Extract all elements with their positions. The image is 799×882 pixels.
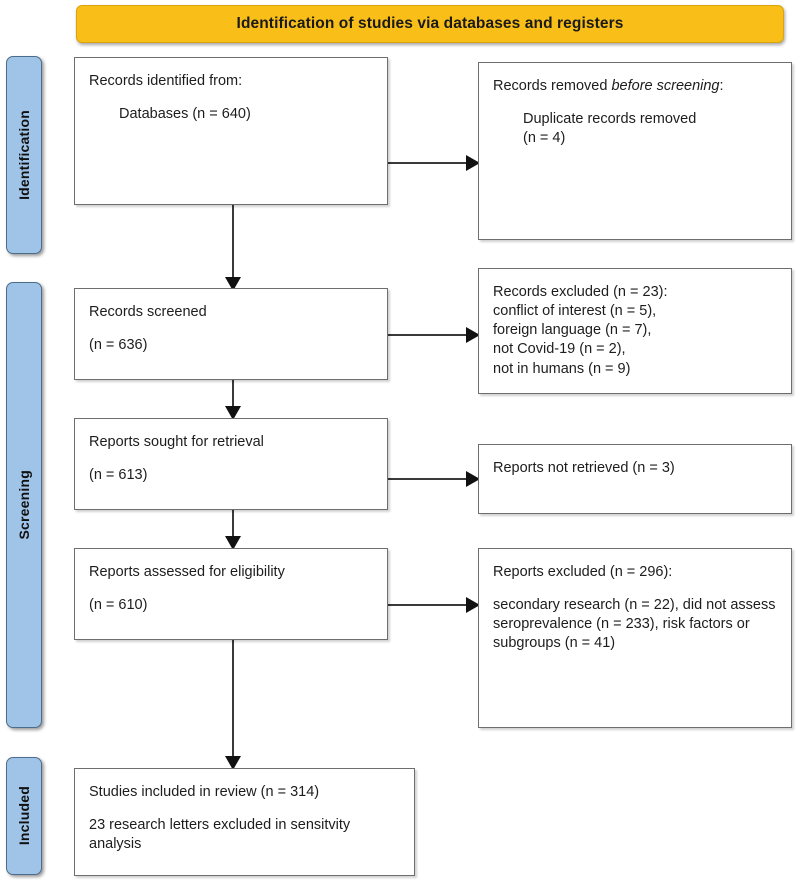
- node-studies-included-line1: Studies included in review (n = 314): [89, 784, 320, 800]
- node-records-removed-line1-suffix: :: [719, 78, 724, 94]
- node-records-excluded-line3: foreign language (n = 7),: [493, 322, 652, 339]
- node-reports-assessed: Reports assessed for eligibility (n = 61…: [74, 548, 388, 640]
- node-reports-excluded: Reports excluded (n = 296): secondary re…: [478, 548, 792, 728]
- node-records-removed-line1-prefix: Records removed: [493, 78, 612, 94]
- node-records-excluded: Records excluded (n = 23): conflict of i…: [478, 268, 792, 394]
- stage-label-screening-text: Screening: [16, 470, 32, 540]
- node-records-identified-line1: Records identified from:: [89, 73, 243, 89]
- node-studies-included: Studies included in review (n = 314) 23 …: [74, 768, 415, 876]
- node-reports-excluded-line2: secondary research (n = 22), did not ass…: [493, 597, 776, 652]
- node-records-identified-line2: Databases (n = 640): [119, 106, 251, 123]
- node-reports-sought: Reports sought for retrieval (n = 613): [74, 418, 388, 510]
- node-reports-not-retrieved: Reports not retrieved (n = 3): [478, 444, 792, 514]
- phase-banner-identification: Identification of studies via databases …: [76, 5, 784, 43]
- node-records-excluded-line5: not in humans (n = 9): [493, 360, 631, 377]
- node-records-screened-line2: (n = 636): [89, 337, 148, 354]
- node-records-removed-line1-emphasis: before screening: [611, 78, 720, 94]
- connector-identified-to-removed: [387, 155, 480, 171]
- node-reports-excluded-line1: Reports excluded (n = 296):: [493, 564, 673, 580]
- node-records-removed-line1: Records removed before screening:: [493, 77, 777, 96]
- connector-identified-to-screened: [225, 203, 241, 291]
- connector-screened-to-sought: [225, 378, 241, 420]
- stage-label-identification: Identification: [6, 56, 42, 254]
- node-records-excluded-line1: Records excluded (n = 23):: [493, 284, 668, 300]
- node-reports-not-retrieved-line1: Reports not retrieved (n = 3): [493, 460, 675, 476]
- connector-screened-to-excluded: [387, 327, 480, 343]
- node-studies-included-line2: 23 research letters excluded in sensitvi…: [89, 817, 351, 853]
- connector-sought-to-assessed: [225, 508, 241, 550]
- node-records-excluded-line4: not Covid-19 (n = 2),: [493, 341, 626, 358]
- node-records-screened: Records screened (n = 636): [74, 288, 388, 380]
- connector-sought-to-not-retrieved: [387, 471, 480, 487]
- stage-label-included-text: Included: [16, 786, 32, 846]
- node-records-screened-line1: Records screened: [89, 304, 207, 320]
- node-reports-sought-line2: (n = 613): [89, 467, 148, 484]
- node-records-removed: Records removed before screening: Duplic…: [478, 62, 792, 240]
- stage-label-included: Included: [6, 757, 42, 875]
- node-records-identified: Records identified from: Databases (n = …: [74, 57, 388, 205]
- node-records-removed-line2: Duplicate records removed: [523, 111, 697, 128]
- stage-label-identification-text: Identification: [16, 110, 32, 200]
- node-reports-sought-line1: Reports sought for retrieval: [89, 434, 264, 450]
- stage-label-screening: Screening: [6, 282, 42, 728]
- node-reports-assessed-line1: Reports assessed for eligibility: [89, 564, 285, 580]
- node-reports-assessed-line2: (n = 610): [89, 597, 148, 614]
- phase-banner-label: Identification of studies via databases …: [236, 15, 624, 32]
- node-records-excluded-line2: conflict of interest (n = 5),: [493, 303, 657, 320]
- connector-assessed-to-included: [225, 638, 241, 770]
- node-records-removed-line3: (n = 4): [523, 130, 566, 147]
- connector-assessed-to-excluded-reports: [387, 597, 480, 613]
